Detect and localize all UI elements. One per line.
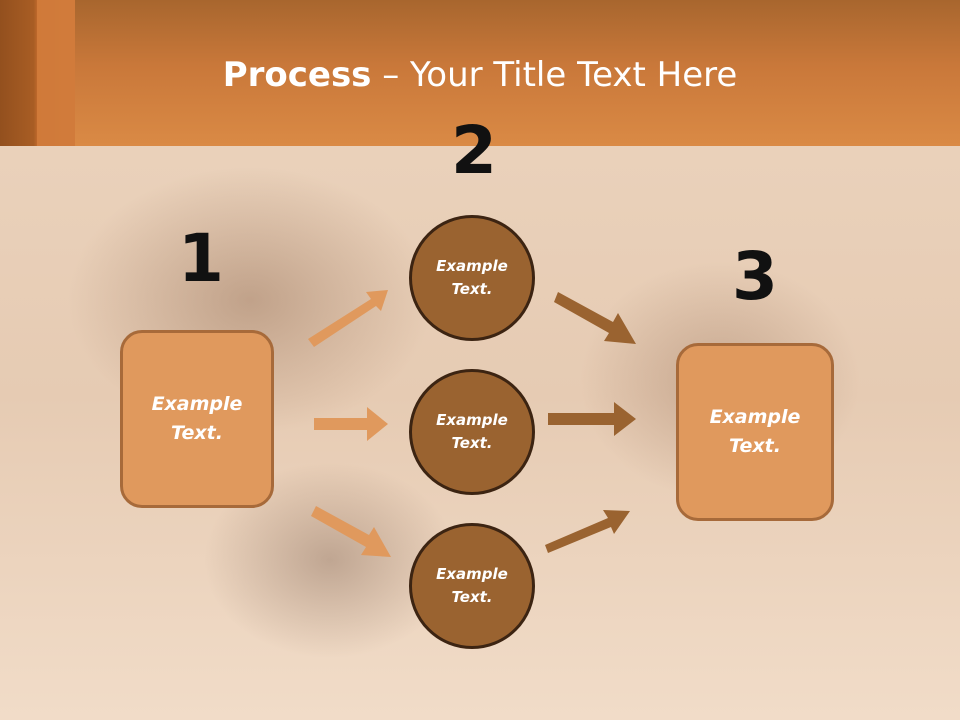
step-number-2: 2 (451, 112, 497, 189)
step-number-3: 3 (732, 238, 778, 315)
step-number-1: 1 (178, 220, 224, 297)
header-accent-strip (0, 0, 75, 146)
arrow-icon-down-right-2 (554, 292, 636, 344)
arrow-icon-down-right-1 (311, 506, 391, 557)
arrow-icon-right-2 (548, 402, 636, 436)
title-bold: Process (222, 55, 372, 95)
arrow-icon-right-1 (314, 407, 388, 441)
arrow-icon-up-right-1 (308, 290, 388, 347)
title-bar (0, 0, 960, 146)
arrow-icon-up-right-2 (545, 510, 630, 553)
title-rest: – Your Title Text Here (371, 55, 738, 95)
slide-title: Process – Your Title Text Here (0, 52, 960, 98)
